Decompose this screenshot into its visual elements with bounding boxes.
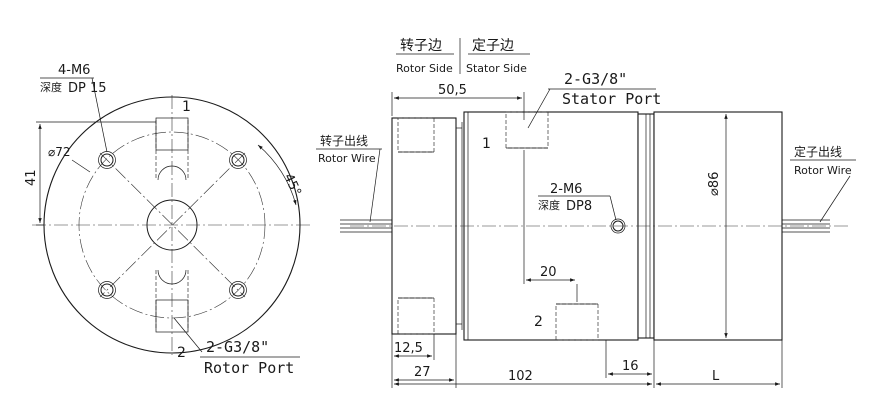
stator-wire-en: Rotor Wire bbox=[794, 164, 852, 177]
bolt-hole-bl-thread bbox=[98, 281, 116, 299]
front-hole-depth-cn: 深度 bbox=[40, 80, 62, 94]
thread-leader bbox=[609, 195, 617, 221]
front-rotor-port-name: Rotor Port bbox=[204, 359, 294, 377]
dim-16: 16 bbox=[622, 359, 639, 374]
front-rotor-port-spec: 2-G3/8" bbox=[206, 338, 269, 356]
front-pcd-leader bbox=[71, 159, 91, 173]
front-diag-2 bbox=[99, 152, 246, 298]
bolt-hole-tr-thread bbox=[229, 151, 247, 169]
front-bolt-holes bbox=[98, 151, 247, 299]
stator-port-name: Stator Port bbox=[562, 90, 661, 108]
dim-102: 102 bbox=[508, 369, 533, 384]
dim-L: L bbox=[712, 369, 720, 384]
front-angle-arc bbox=[257, 144, 297, 206]
side-port-number-1: 1 bbox=[482, 136, 491, 152]
bolt-hole-br bbox=[231, 283, 245, 297]
front-port-number-2: 2 bbox=[177, 345, 186, 361]
front-hole-leader bbox=[91, 77, 108, 153]
front-port-number-1: 1 bbox=[182, 99, 191, 115]
rotor-wire-cn: 转子出线 bbox=[320, 133, 368, 148]
side-port-number-2: 2 bbox=[534, 314, 543, 330]
dim-50-5: 50,5 bbox=[438, 83, 467, 98]
side-view: 转子边 Rotor Side 定子边 Stator Side 转子出线 Roto… bbox=[316, 38, 856, 388]
dim-20: 20 bbox=[540, 265, 557, 280]
rotor-side-en: Rotor Side bbox=[396, 62, 453, 75]
dim-27: 27 bbox=[414, 365, 431, 380]
stator-wire-cn: 定子出线 bbox=[794, 144, 842, 159]
thread-depth: DP8 bbox=[566, 199, 592, 214]
bolt-hole-bl bbox=[100, 283, 114, 297]
rotor-wires bbox=[340, 219, 392, 233]
stator-port-spec: 2-G3/8" bbox=[564, 70, 627, 88]
dim-12-5: 12,5 bbox=[394, 341, 423, 356]
stator-wire-leader bbox=[819, 175, 851, 223]
bolt-hole-tr bbox=[231, 153, 245, 167]
front-pcd-label: ⌀72 bbox=[48, 145, 71, 159]
front-diag-1 bbox=[99, 152, 246, 298]
front-hole-spec: 4-M6 bbox=[58, 63, 90, 78]
bolt-hole-tl bbox=[100, 153, 114, 167]
stator-wires bbox=[782, 219, 830, 233]
rotor-wire-en: Rotor Wire bbox=[318, 152, 376, 165]
bolt-hole-br-thread bbox=[229, 281, 247, 299]
front-hole-depth: DP 15 bbox=[68, 81, 107, 96]
stator-side-en: Stator Side bbox=[466, 62, 527, 75]
rotor-side-cn: 转子边 bbox=[400, 38, 442, 54]
front-rotor-port-leader bbox=[173, 317, 203, 353]
rotor-wire-leader bbox=[369, 148, 381, 223]
thread-depth-cn: 深度 bbox=[538, 198, 560, 212]
stator-cap bbox=[653, 111, 783, 341]
front-view: 4-M6 深度 DP 15 ⌀72 41 45° 1 2 2-G3/8" Rot… bbox=[24, 63, 312, 377]
stator-side-cn: 定子边 bbox=[472, 38, 514, 54]
front-dim-41: 41 bbox=[24, 169, 39, 186]
dia-86: ⌀86 bbox=[707, 172, 722, 196]
stator-port-leader bbox=[527, 88, 551, 129]
thread-spec: 2-M6 bbox=[550, 182, 582, 197]
